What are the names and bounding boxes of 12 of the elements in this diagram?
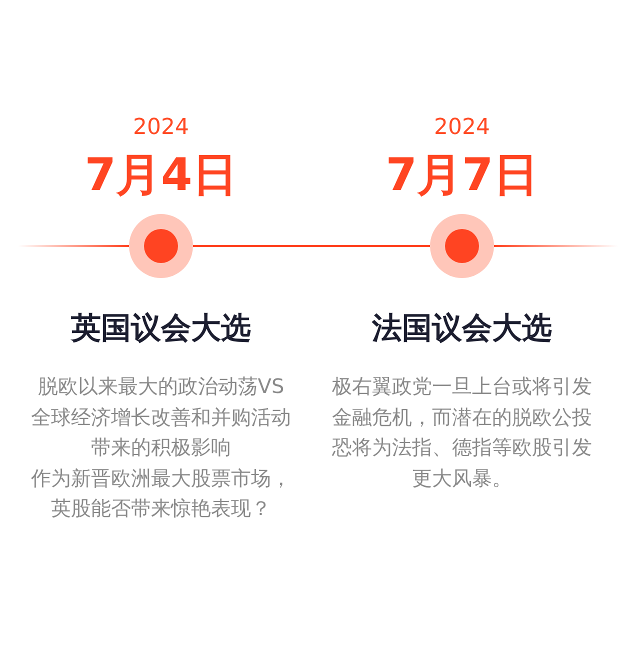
event-description: 脱欧以来最大的政治动荡VS全球经济增长改善和并购活动带来的积极影响 [30,373,292,461]
year-label: 2024 [133,114,189,142]
timeline-line [18,245,129,247]
year-label: 2024 [434,114,490,142]
timeline-line [494,245,618,247]
event-title: 英国议会大选 [71,311,251,347]
event-description: 极右翼政党一旦上台或将引发金融危机，而潜在的脱欧公投恐将为法指、德指等欧股引发更大风暴。 [331,373,593,492]
timeline-line [193,245,430,247]
date-label: 7月4日 [84,149,238,201]
event-description: 作为新晋欧洲最大股票市场，英股能否带来惊艳表现？ [30,464,292,522]
date-label: 7月7日 [386,149,538,201]
event-title: 法国议会大选 [372,311,552,347]
